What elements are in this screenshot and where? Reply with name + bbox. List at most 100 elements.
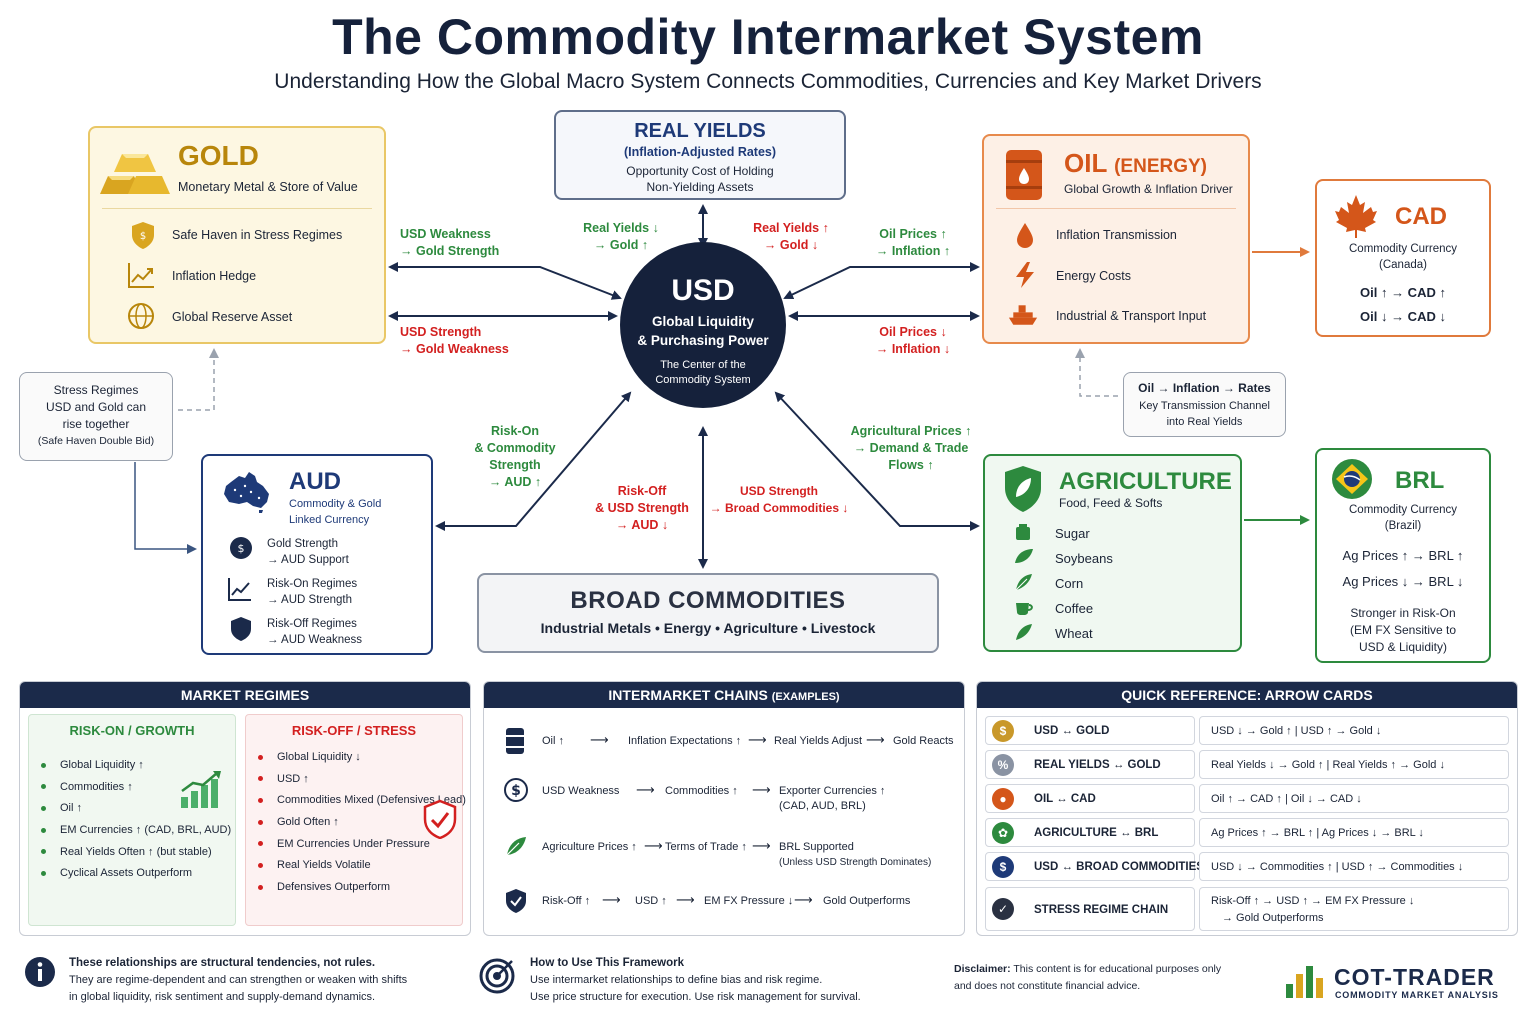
risk-off-item: USD ↑ xyxy=(277,772,309,785)
label-usd-broad-1: USD Strength xyxy=(740,484,818,498)
label-risk-on-1: Risk-On xyxy=(491,424,539,438)
brl-card: BRL Commodity Currency (Brazil) Ag Price… xyxy=(1315,448,1491,663)
chain-riskoff-b: USD ↑ xyxy=(635,895,667,907)
label-real-yields-down-1: Real Yields ↓ xyxy=(583,221,659,235)
chains-header: INTERMARKET CHAINS (EXAMPLES) xyxy=(484,682,964,708)
list-item: Real Yields Often ↑ (but stable) xyxy=(41,842,231,864)
chain-agri-c1: BRL Supported xyxy=(779,841,854,853)
corn-icon xyxy=(1015,574,1032,591)
label-real-yields-up: Real Yields ↑ → Gold ↓ xyxy=(736,220,846,254)
label-real-yields-down-2: → Gold ↑ xyxy=(593,238,649,252)
agri-item-corn: Corn xyxy=(1055,576,1084,591)
quick-ref-pair-label: OIL ↔ CAD xyxy=(1034,793,1096,805)
label-risk-on-4: → AUD ↑ xyxy=(488,475,542,489)
risk-on-item: Cyclical Assets Outperform xyxy=(60,867,193,880)
label-real-yields-up-2: → Gold ↓ xyxy=(763,238,819,252)
chain-oil-a: Oil ↑ xyxy=(542,735,564,747)
risk-on-item: Real Yields Often ↑ (but stable) xyxy=(60,845,212,858)
quick-ref-pair: %REAL YIELDS ↔ GOLD xyxy=(985,750,1195,779)
transmission-line-2: into Real Yields xyxy=(1166,416,1243,428)
oil-item-inflation-transmission: Inflation Transmission xyxy=(1056,228,1177,242)
list-item: Global Liquidity ↓ xyxy=(258,747,466,769)
aud-subtitle-1: Commodity & Gold xyxy=(289,498,382,510)
label-oil-up-1: Oil Prices ↑ xyxy=(879,227,947,241)
broad-subtitle: Industrial Metals • Energy • Agriculture… xyxy=(540,620,876,636)
stress-line-1: USD and Gold can xyxy=(45,400,147,414)
aud-item-risk-on-label: Risk-On Regimes xyxy=(267,578,358,590)
quick-ref-badge-icon: $ xyxy=(992,856,1014,878)
list-item: Global Liquidity ↑ xyxy=(41,755,231,777)
divider xyxy=(996,208,1236,209)
arrow-icon: ⟶ xyxy=(748,732,767,747)
label-real-yields-up-1: Real Yields ↑ xyxy=(753,221,829,235)
chain-row-risk-off: Risk-Off ↑ ⟶ USD ↑ ⟶ EM FX Pressure ↓ ⟶ … xyxy=(484,886,964,926)
cad-title: CAD xyxy=(1395,203,1447,230)
quick-ref-rule-text-2: → Gold Outperforms xyxy=(1222,912,1324,924)
quick-ref-pair-label: USD ↔ GOLD xyxy=(1034,725,1110,737)
label-usd-weakness-2: → Gold Strength xyxy=(400,244,500,258)
quick-ref-pair: $USD ↔ GOLD xyxy=(985,716,1195,745)
chart-up-icon xyxy=(228,578,251,601)
chains-header-note: (EXAMPLES) xyxy=(771,691,840,703)
cad-subtitle-1: Commodity Currency xyxy=(1349,243,1457,255)
aud-item-gold: Gold Strength → AUD Support xyxy=(267,536,349,568)
usd-title: USD xyxy=(671,274,735,307)
stress-regimes-note: Stress Regimes USD and Gold can rise tog… xyxy=(19,372,173,461)
quick-ref-pair: ●OIL ↔ CAD xyxy=(985,784,1195,813)
disclaimer-label: Disclaimer: xyxy=(954,963,1011,975)
logo-name: COT-TRADER xyxy=(1334,964,1495,990)
quick-ref-rule-text: Oil ↑ → CAD ↑ | Oil ↓ → CAD ↓ xyxy=(1211,793,1362,805)
label-agriculture-3: Flows ↑ xyxy=(888,458,934,472)
oil-title-suffix: (ENERGY) xyxy=(1114,156,1207,177)
quick-ref-pair-label: AGRICULTURE ↔ BRL xyxy=(1034,827,1159,839)
broad-title: BROAD COMMODITIES xyxy=(570,587,846,614)
page-title: The Commodity Intermarket System xyxy=(332,9,1204,65)
risk-off-item: Real Yields Volatile xyxy=(277,859,371,872)
label-oil-down-1: Oil Prices ↓ xyxy=(879,325,947,339)
oil-item-industrial-transport: Industrial & Transport Input xyxy=(1056,309,1207,323)
real-yields-title: REAL YIELDS xyxy=(634,120,766,142)
gold-bars-icon xyxy=(100,154,170,194)
risk-off-title: RISK-OFF / STRESS xyxy=(291,723,417,738)
oil-item-energy-costs: Energy Costs xyxy=(1056,269,1132,283)
agri-item-sugar: Sugar xyxy=(1055,526,1090,541)
logo-icon xyxy=(1286,966,1323,998)
real-yields-desc-1: Opportunity Cost of Holding xyxy=(626,164,774,178)
footer-note-line-1: They are regime-dependent and can streng… xyxy=(69,974,408,986)
brl-note-1: Stronger in Risk-On xyxy=(1350,606,1456,620)
divider xyxy=(102,208,372,209)
coffee-icon xyxy=(1016,603,1033,615)
label-usd-weakness: USD Weakness → Gold Strength xyxy=(400,226,499,260)
usd-desc-2: Commodity System xyxy=(655,374,751,386)
brl-note-3: USD & Liquidity) xyxy=(1358,640,1448,654)
quick-ref-rule: Real Yields ↓ → Gold ↑ | Real Yields ↑ →… xyxy=(1199,750,1509,779)
quick-ref-rule-text: Risk-Off ↑ → USD ↑ → EM FX Pressure ↓ xyxy=(1211,895,1415,907)
aud-item-risk-off: Risk-Off Regimes → AUD Weakness xyxy=(267,616,362,648)
usd-subtitle-1: Global Liquidity xyxy=(652,314,754,329)
label-oil-up-2: → Inflation ↑ xyxy=(875,244,951,258)
market-regimes-panel: MARKET REGIMES RISK-ON / GROWTH Global L… xyxy=(19,681,471,936)
chain-oil-c: Real Yields Adjust xyxy=(774,735,863,747)
chain-agri-b: Terms of Trade ↑ xyxy=(665,841,747,853)
gold-item-inflation-hedge: Inflation Hedge xyxy=(172,269,257,283)
label-agriculture-2: → Demand & Trade xyxy=(853,441,969,455)
footer-note-title: These relationships are structural tende… xyxy=(69,957,376,969)
maple-leaf-icon xyxy=(1335,195,1377,238)
ship-icon xyxy=(1008,305,1038,325)
footer-how-line-1: Use intermarket relationships to define … xyxy=(530,974,823,986)
gold-item-reserve-asset: Global Reserve Asset xyxy=(172,310,293,324)
list-item: Gold Often ↑ xyxy=(258,812,466,834)
label-risk-on-2: & Commodity xyxy=(474,441,556,455)
cad-rule-down: Oil ↓ → CAD ↓ xyxy=(1360,309,1446,324)
brl-title: BRL xyxy=(1395,467,1445,494)
soybean-icon xyxy=(1015,549,1033,563)
label-oil-down-2: → Inflation ↓ xyxy=(875,342,951,356)
logo-tagline: COMMODITY MARKET ANALYSIS xyxy=(1335,990,1499,1000)
list-item: Defensives Outperform xyxy=(258,877,466,899)
chains-header-title: INTERMARKET CHAINS xyxy=(608,687,768,703)
footer-disclaimer: Disclaimer: This content is for educatio… xyxy=(954,961,1221,995)
quick-ref-rule-text: Ag Prices ↑ → BRL ↑ | Ag Prices ↓ → BRL … xyxy=(1211,827,1424,839)
usd-hub: USD Global Liquidity & Purchasing Power … xyxy=(620,242,786,408)
